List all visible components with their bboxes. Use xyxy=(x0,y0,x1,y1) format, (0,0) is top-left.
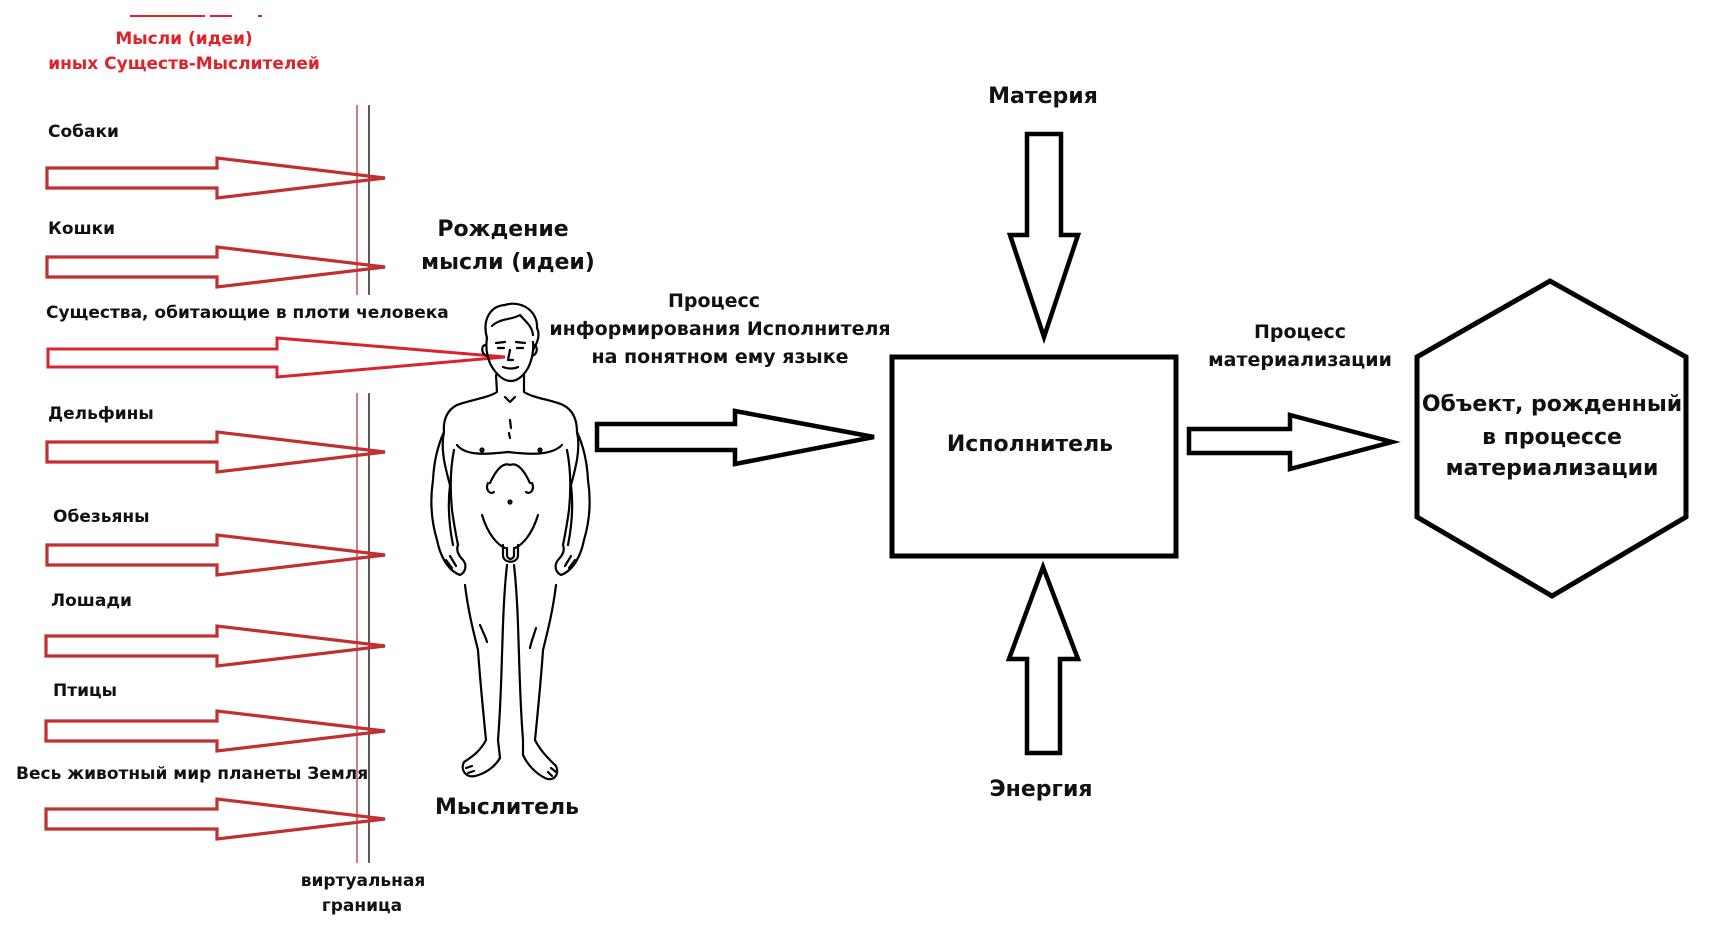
source-arrow-monkeys xyxy=(45,533,386,577)
process-inform-line1: Процесс xyxy=(667,290,761,312)
process-material-line1: Процесс xyxy=(1253,321,1347,343)
energy-label: Энергия xyxy=(989,777,1093,802)
source-label-cats: Кошки xyxy=(48,219,116,239)
materialization-arrow xyxy=(1186,412,1401,472)
inform-arrow xyxy=(594,408,875,467)
executor-label: Исполнитель xyxy=(946,432,1114,457)
source-label-dogs: Собаки xyxy=(48,122,119,142)
boundary-label-line2: граница xyxy=(321,896,403,916)
source-arrow-horses xyxy=(44,624,386,668)
source-label-human-flesh-beings: Существа, обитающие в плоти человека xyxy=(46,303,449,323)
process-inform-line3: на понятном ему языке xyxy=(591,346,849,368)
idea-birth-line1: Рождение xyxy=(437,217,569,242)
result-line3: материализации xyxy=(1445,456,1659,481)
thinker-figure-icon xyxy=(430,302,591,781)
foreign-thoughts-title-line1: Мысли (идеи) xyxy=(115,29,253,49)
source-arrow-all-fauna xyxy=(44,797,386,841)
source-arrow-cats xyxy=(45,245,386,289)
virtual-boundary xyxy=(356,105,370,863)
executor-box xyxy=(889,354,1179,559)
matter-label: Материя xyxy=(988,84,1098,109)
energy-arrow xyxy=(1005,560,1082,756)
source-label-all-fauna: Весь животный мир планеты Земля xyxy=(16,764,369,784)
result-line2: в процессе xyxy=(1482,425,1622,450)
source-label-dolphins: Дельфины xyxy=(48,404,154,424)
source-arrow-dogs xyxy=(45,156,386,200)
foreign-thoughts-title-line2: иных Существ-Мыслителей xyxy=(48,54,320,74)
process-material-line2: материализации xyxy=(1208,349,1392,371)
source-label-horses: Лошади xyxy=(51,591,132,611)
thinker-label: Мыслитель xyxy=(434,795,580,820)
source-arrow-dolphins xyxy=(45,430,386,474)
source-label-birds: Птицы xyxy=(53,681,117,701)
result-hexagon xyxy=(1414,278,1689,599)
source-label-monkeys: Обезьяны xyxy=(53,507,150,527)
matter-arrow xyxy=(1006,131,1082,345)
source-arrow-birds xyxy=(44,709,386,753)
human-flesh-arrow xyxy=(46,336,506,379)
result-line1: Объект, рожденный xyxy=(1421,392,1683,417)
boundary-label-line1: виртуальная xyxy=(300,871,426,891)
idea-birth-line2: мысли (идеи) xyxy=(421,250,595,275)
process-inform-line2: информирования Исполнителя xyxy=(549,318,891,340)
